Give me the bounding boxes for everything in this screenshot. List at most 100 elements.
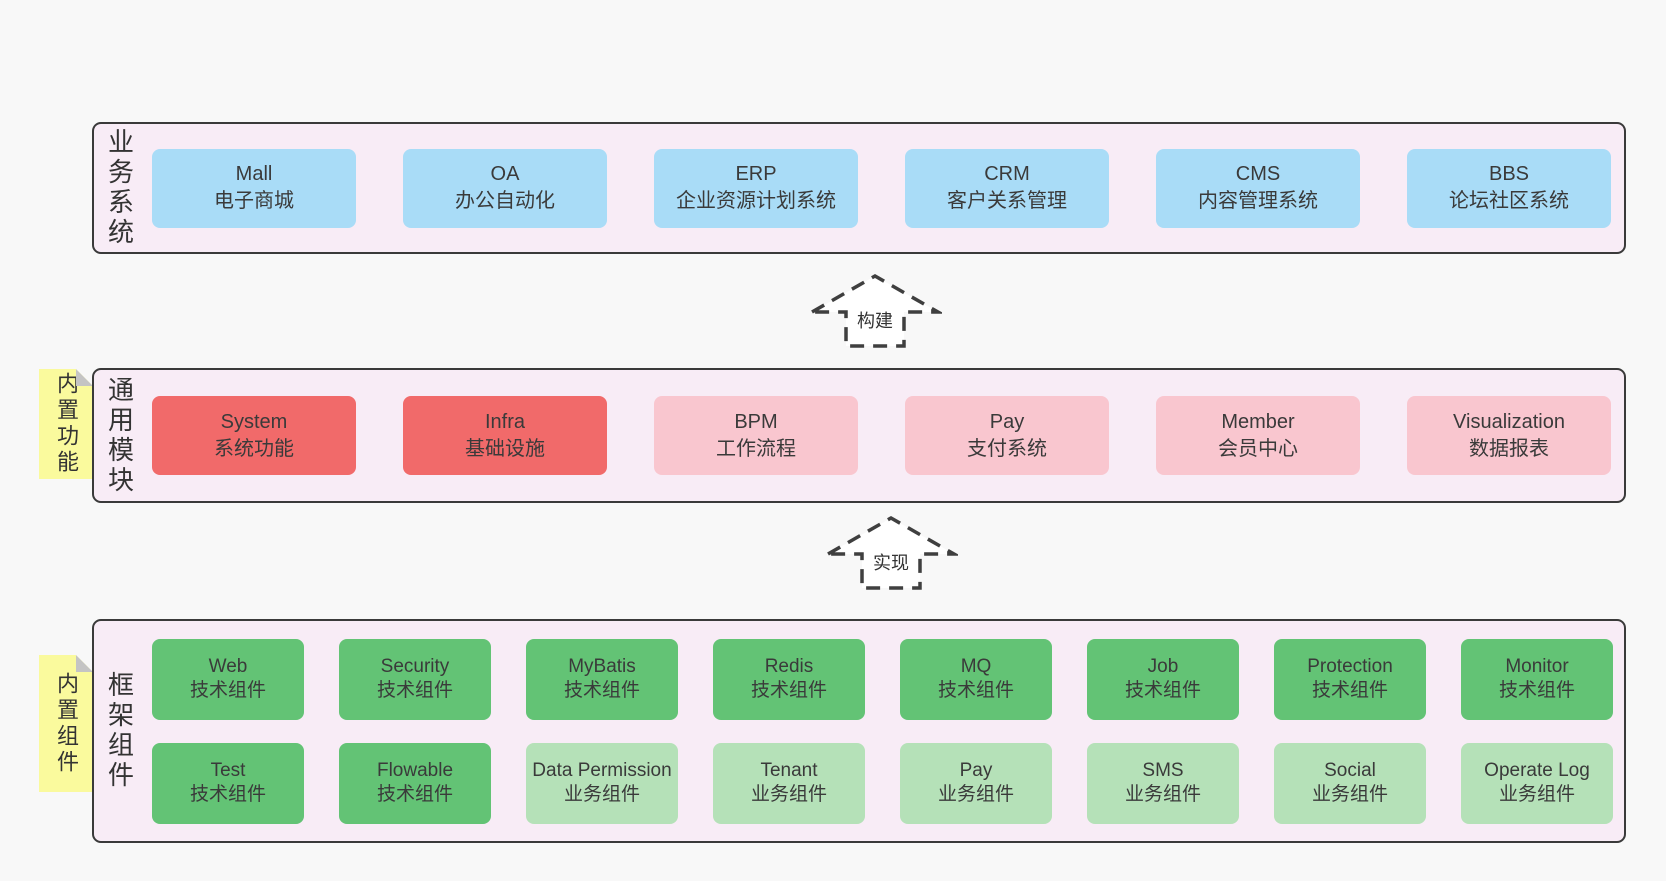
box-zh: 技术组件 [1311, 680, 1388, 701]
box-pay-module: Pay 支付系统 [905, 396, 1109, 475]
box-zh: 系统功能 [214, 437, 294, 460]
box-oa: OA 办公自动化 [403, 148, 607, 228]
box-zh: 业务组件 [1498, 784, 1575, 805]
box-en: Data Permission [532, 760, 672, 781]
box-zh: 工作流程 [716, 437, 796, 460]
arrow-implement: 实现 [824, 515, 958, 590]
box-visualization: Visualization 数据报表 [1407, 396, 1611, 475]
box-zh: 技术组件 [189, 784, 266, 805]
box-social: Social 业务组件 [1274, 742, 1426, 824]
box-security: Security 技术组件 [339, 638, 491, 720]
sticky-note-builtin-components: 内置组件 [39, 655, 93, 792]
box-job: Job 技术组件 [1087, 638, 1239, 720]
box-en: Social [1324, 760, 1376, 781]
box-cms: CMS 内容管理系统 [1156, 148, 1360, 228]
box-en: System [220, 410, 288, 433]
box-zh: 业务组件 [1124, 784, 1201, 805]
box-zh: 技术组件 [189, 680, 266, 701]
box-en: Mall [235, 163, 273, 185]
box-bpm: BPM 工作流程 [654, 396, 858, 475]
box-mybatis: MyBatis 技术组件 [526, 638, 678, 720]
box-infra: Infra 基础设施 [403, 396, 607, 475]
section-framework-body: Web 技术组件 Security 技术组件 MyBatis 技术组件 Redi… [146, 621, 1627, 841]
box-zh: 办公自动化 [455, 190, 555, 212]
box-test: Test 技术组件 [152, 742, 304, 824]
section-common-modules: 通用模块 System 系统功能 Infra 基础设施 BPM 工作流程 Pay… [92, 368, 1626, 503]
box-en: SMS [1142, 760, 1184, 781]
box-en: Test [210, 760, 246, 781]
box-flowable: Flowable 技术组件 [339, 742, 491, 824]
box-sms: SMS 业务组件 [1087, 742, 1239, 824]
box-en: Pay [959, 760, 993, 781]
box-zh: 内容管理系统 [1198, 190, 1318, 212]
section-business-title: 业务系统 [104, 128, 135, 248]
box-redis: Redis 技术组件 [713, 638, 865, 720]
box-monitor: Monitor 技术组件 [1461, 638, 1613, 720]
box-zh: 电子商城 [214, 190, 294, 212]
box-zh: 业务组件 [1311, 784, 1388, 805]
section-business-systems: 业务系统 Mall 电子商城 OA 办公自动化 ERP 企业资源计划系统 CRM… [92, 122, 1626, 254]
box-en: BBS [1488, 163, 1530, 185]
arrow-label-bg [866, 550, 916, 576]
box-en: BPM [734, 410, 778, 433]
box-tenant: Tenant 业务组件 [713, 742, 865, 824]
box-zh: 支付系统 [967, 437, 1047, 460]
box-en: Operate Log [1484, 760, 1590, 781]
box-en: MyBatis [568, 656, 636, 677]
box-crm: CRM 客户关系管理 [905, 148, 1109, 228]
section-modules-body: System 系统功能 Infra 基础设施 BPM 工作流程 Pay 支付系统… [146, 370, 1625, 501]
box-mall: Mall 电子商城 [152, 148, 356, 228]
box-en: CMS [1235, 163, 1281, 185]
arrow-label-bg [850, 308, 900, 334]
box-zh: 技术组件 [937, 680, 1014, 701]
box-en: ERP [735, 163, 777, 185]
box-zh: 业务组件 [750, 784, 827, 805]
section-modules-title: 通用模块 [104, 375, 135, 496]
box-en: Security [380, 656, 450, 677]
box-en: Monitor [1505, 656, 1569, 677]
box-zh: 技术组件 [376, 784, 453, 805]
section-framework-components: 框架组件 Web 技术组件 Security 技术组件 MyBatis 技术组件… [92, 619, 1626, 843]
box-zh: 基础设施 [465, 437, 545, 460]
box-en: Infra [484, 410, 526, 433]
section-business-body: Mall 电子商城 OA 办公自动化 ERP 企业资源计划系统 CRM 客户关系… [146, 124, 1625, 252]
box-zh: 技术组件 [376, 680, 453, 701]
box-bbs: BBS 论坛社区系统 [1407, 148, 1611, 228]
box-zh: 技术组件 [563, 680, 640, 701]
arrow-implement-label: 实现 [873, 553, 909, 573]
arrow-build: 构建 [808, 273, 942, 348]
box-en: Redis [764, 656, 814, 677]
section-framework-title: 框架组件 [104, 671, 135, 791]
box-zh: 企业资源计划系统 [676, 190, 836, 212]
box-zh: 技术组件 [1124, 680, 1201, 701]
framework-row-1: Web 技术组件 Security 技术组件 MyBatis 技术组件 Redi… [152, 638, 1613, 720]
box-pay-component: Pay 业务组件 [900, 742, 1052, 824]
box-en: Protection [1307, 656, 1393, 677]
box-system: System 系统功能 [152, 396, 356, 475]
box-mq: MQ 技术组件 [900, 638, 1052, 720]
box-zh: 技术组件 [750, 680, 827, 701]
box-zh: 会员中心 [1218, 437, 1298, 460]
box-zh: 论坛社区系统 [1449, 190, 1569, 212]
box-en: Job [1147, 656, 1179, 677]
box-en: CRM [984, 163, 1030, 185]
box-en: Member [1221, 410, 1295, 433]
box-zh: 业务组件 [937, 784, 1014, 805]
box-en: Pay [989, 410, 1025, 433]
box-zh: 业务组件 [563, 784, 640, 805]
arrow-build-label: 构建 [857, 311, 893, 331]
box-member: Member 会员中心 [1156, 396, 1360, 475]
box-zh: 数据报表 [1469, 437, 1549, 460]
box-zh: 技术组件 [1498, 680, 1575, 701]
box-web: Web 技术组件 [152, 638, 304, 720]
box-zh: 客户关系管理 [947, 190, 1067, 212]
sticky-note-builtin-features: 内置功能 [39, 369, 93, 479]
box-en: Tenant [760, 760, 818, 781]
box-operate-log: Operate Log 业务组件 [1461, 742, 1613, 824]
box-en: Visualization [1453, 410, 1565, 433]
box-erp: ERP 企业资源计划系统 [654, 148, 858, 228]
box-en: OA [490, 163, 520, 185]
box-en: MQ [960, 656, 992, 677]
box-en: Flowable [376, 760, 454, 781]
box-data-permission: Data Permission 业务组件 [526, 742, 678, 824]
